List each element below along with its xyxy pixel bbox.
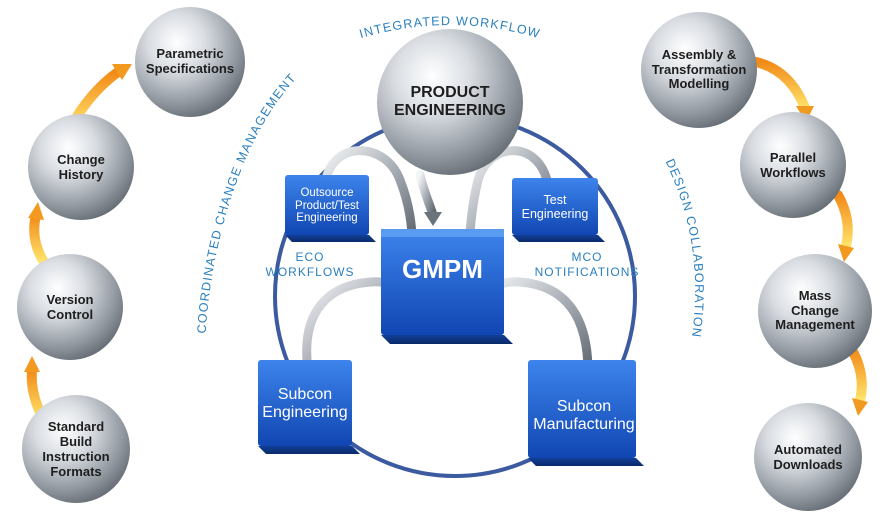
sphere-mass-change <box>758 254 872 368</box>
heading-design-collaboration: DESIGN COLLABORATION <box>663 157 705 339</box>
sphere-change-history <box>28 114 134 220</box>
sphere-version-control <box>17 254 123 360</box>
outsource-box <box>285 175 376 242</box>
right-spheres <box>641 12 872 511</box>
product-engineering-sphere <box>377 29 523 175</box>
sphere-parallel-workflows <box>740 112 846 218</box>
sphere-parametric-specs <box>135 7 245 117</box>
sphere-automated-downloads <box>754 403 862 511</box>
svg-text:DESIGN COLLABORATION: DESIGN COLLABORATION <box>663 157 706 339</box>
gmpm-label: GMPM <box>402 254 483 285</box>
left-spheres <box>17 7 245 503</box>
sphere-standard-build <box>22 395 130 503</box>
right-arrow-chain <box>751 57 868 416</box>
subcon-manufacturing-box <box>528 360 644 466</box>
pe-arrowhead <box>424 212 442 226</box>
subcon-engineering-box <box>258 360 360 454</box>
gmpm-box <box>381 229 513 344</box>
test-engineering-box <box>512 178 605 242</box>
sphere-assembly <box>641 12 757 128</box>
